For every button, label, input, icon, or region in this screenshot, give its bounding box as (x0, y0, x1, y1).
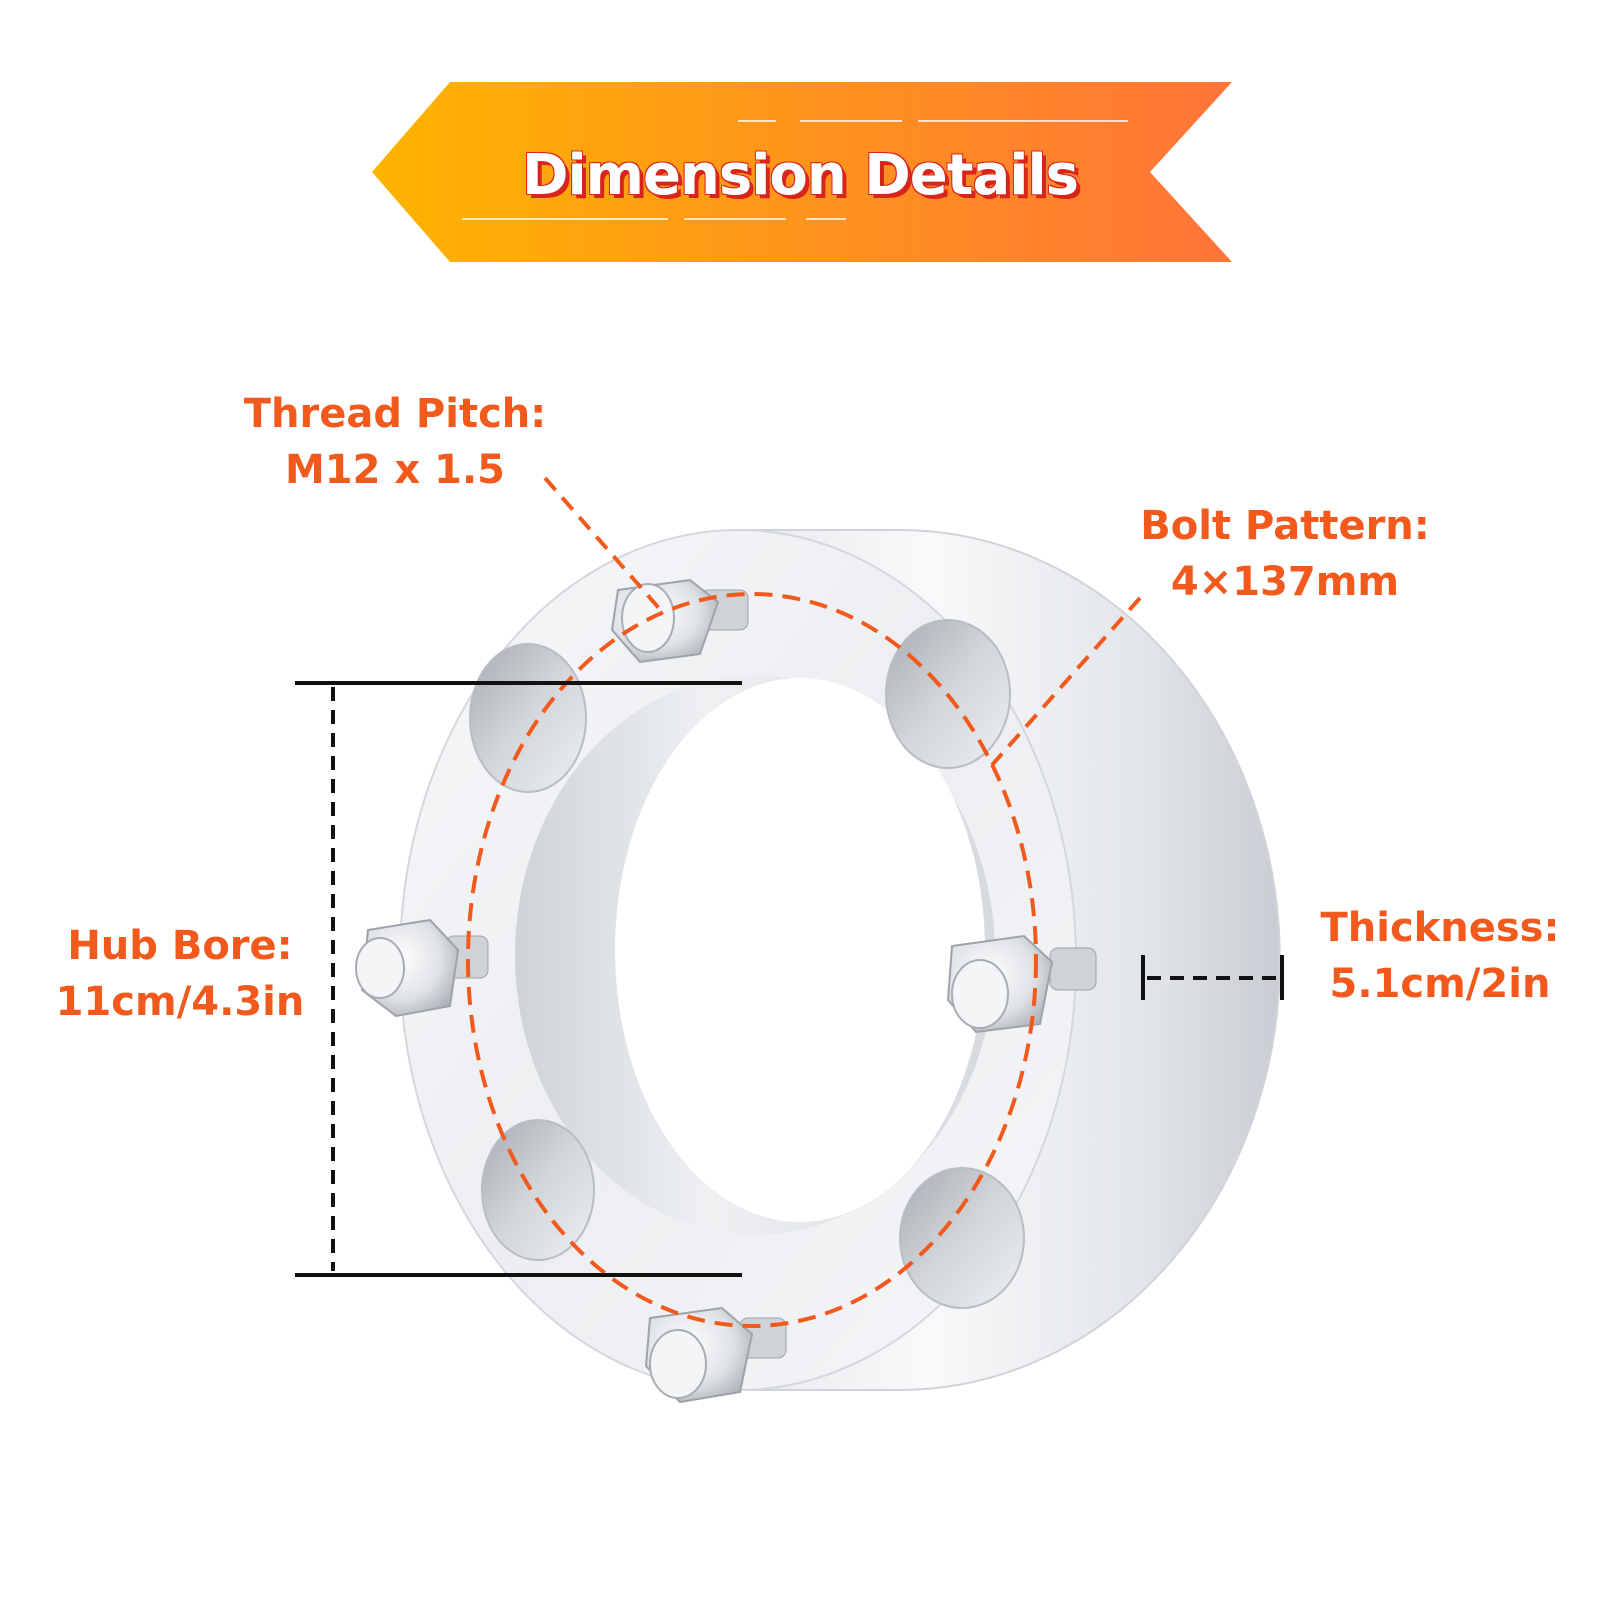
center-bore-opening (615, 678, 985, 1222)
thickness-label: Thickness: 5.1cm/2in (1290, 900, 1590, 1012)
hub-bore-label: Hub Bore: 11cm/4.3in (40, 918, 320, 1030)
bolt-hole-top-left (469, 643, 587, 793)
banner (372, 82, 1232, 262)
thread-pitch-value: M12 x 1.5 (285, 447, 505, 493)
banner-decor-lines (462, 120, 1128, 220)
bolt-pattern-label: Bolt Pattern: 4×137mm (1130, 498, 1440, 610)
bolt-pattern-title: Bolt Pattern: (1140, 503, 1430, 549)
hub-bore-value: 11cm/4.3in (55, 979, 305, 1025)
stud-bottom (644, 1306, 787, 1404)
stud-left (355, 918, 489, 1018)
hub-bore-dimension (295, 681, 742, 1277)
thickness-title: Thickness: (1320, 905, 1560, 951)
thread-pitch-leader (543, 476, 667, 617)
thread-pitch-title: Thread Pitch: (243, 391, 547, 437)
thickness-dimension (1141, 955, 1284, 1000)
bolt-hole-bottom-right (899, 1167, 1025, 1309)
hub-bore-title: Hub Bore: (67, 923, 293, 969)
stud-right (946, 934, 1097, 1034)
wheel-studs (355, 578, 1097, 1404)
thickness-value: 5.1cm/2in (1329, 961, 1551, 1007)
thread-pitch-label: Thread Pitch: M12 x 1.5 (230, 386, 560, 498)
bolt-pattern-value: 4×137mm (1170, 559, 1400, 605)
banner-arrow-shape (372, 82, 1232, 262)
banner-title: Dimension Details (522, 142, 1079, 208)
wheel-spacer (355, 529, 1281, 1404)
stud-top (610, 578, 749, 664)
bolt-hole-bottom-left (481, 1119, 595, 1261)
bolt-pattern-leader (990, 596, 1142, 767)
bolt-pattern-circle (466, 592, 1038, 1328)
